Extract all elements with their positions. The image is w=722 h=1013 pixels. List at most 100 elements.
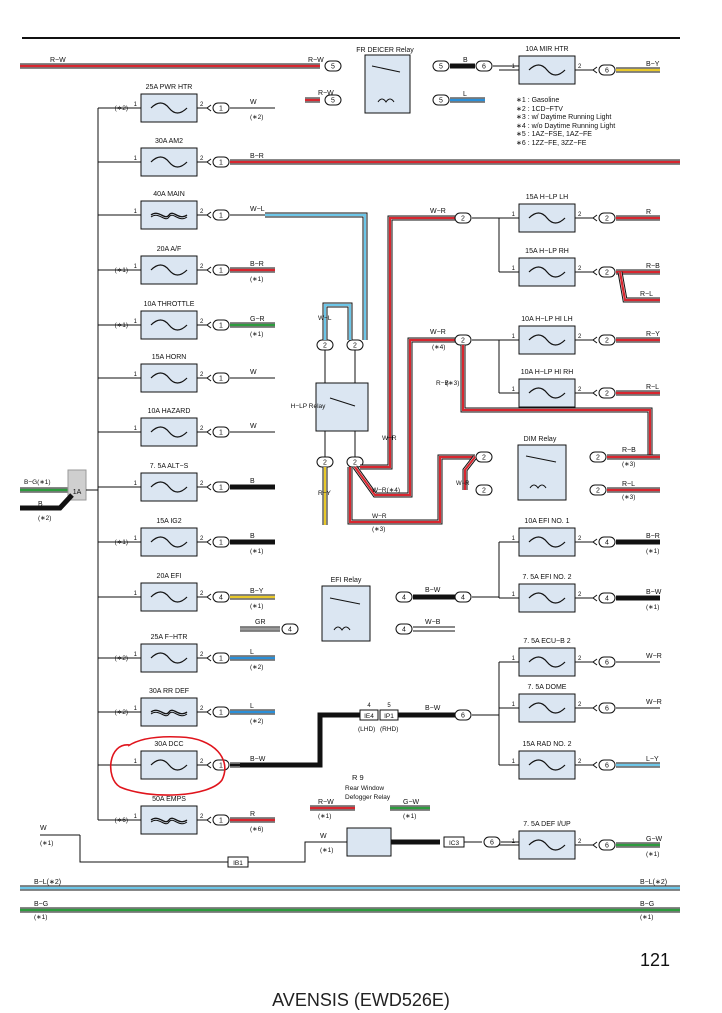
fusible-link-symbol — [150, 817, 188, 823]
wire-color-label: W — [250, 369, 257, 376]
wire-color-label: B−L(∗2) — [640, 879, 667, 886]
connector-pin: 5 — [439, 64, 443, 71]
pin-number: 1 — [512, 212, 516, 218]
connector-pin: 4 — [605, 540, 609, 547]
fuse-label: 15A H−LP LH — [526, 194, 569, 201]
connector: 1 — [212, 372, 230, 384]
rear-window-defogger-relay — [346, 827, 392, 857]
wire-color-label: W−B — [425, 619, 441, 626]
pin-number: 2 — [578, 702, 582, 708]
pin-number: 2 — [200, 814, 204, 820]
pin-number: 4 — [367, 703, 371, 709]
fuse-symbol — [528, 592, 566, 604]
connector-pin: 4 — [402, 627, 406, 634]
connector: 2 — [589, 451, 607, 463]
fuse-symbol — [528, 387, 566, 399]
connector-shell — [598, 536, 616, 548]
connector: 4 — [281, 623, 299, 635]
fuse-label: 7. 5A DOME — [528, 684, 567, 691]
fuse-label: 15A RAD NO. 2 — [522, 741, 571, 748]
option-note: (∗3) — [622, 494, 635, 501]
pin-number: 1 — [134, 814, 138, 820]
wire-color-label: W — [40, 825, 47, 832]
connector-pin: 1 — [219, 160, 223, 167]
wire-color-label: B−W — [425, 587, 441, 594]
wire — [322, 302, 353, 340]
option-note: (∗1) — [250, 603, 263, 610]
connector-shell — [454, 709, 472, 721]
fuse-label: 20A A/F — [157, 246, 182, 253]
connector: 6 — [598, 839, 616, 851]
connector-pin: 1 — [219, 656, 223, 663]
option-note: (∗1) — [403, 813, 416, 820]
wire — [79, 835, 228, 863]
connector-shell — [475, 484, 493, 496]
connector-shell — [324, 60, 342, 72]
connector: 6 — [598, 702, 616, 714]
connector-shell — [483, 836, 501, 848]
connector-shell — [598, 656, 616, 668]
pin-number: 2 — [200, 481, 204, 487]
connector-pin: 1 — [219, 268, 223, 275]
wire-color-label: G−W — [403, 799, 420, 806]
wire-color-label: B−Y — [250, 588, 264, 595]
connector-pin: 1 — [219, 376, 223, 383]
wire — [360, 216, 455, 469]
connector-pin: 4 — [461, 595, 465, 602]
connector: 2 — [346, 339, 364, 351]
option-note: (∗2) — [250, 114, 263, 121]
fuse-label: 10A THROTTLE — [144, 301, 195, 308]
connector: 2 — [589, 484, 607, 496]
wire-color-label: R — [250, 811, 255, 818]
connector: 4 — [395, 591, 413, 603]
junction-label: (RHD) — [380, 726, 398, 733]
option-note: (∗2) — [115, 655, 128, 662]
wire-color-label: B−Y — [646, 61, 660, 68]
arrow — [592, 389, 598, 397]
connector: 4 — [598, 536, 616, 548]
connector-pin: 1 — [219, 763, 223, 770]
fuse-symbol — [528, 536, 566, 548]
fuse-label: 15A IG2 — [156, 518, 181, 525]
connector-shell — [395, 623, 413, 635]
pin-number: 2 — [578, 266, 582, 272]
wire-color-label: B−G — [640, 901, 654, 908]
pin-number: 1 — [134, 372, 138, 378]
pin-number: 1 — [512, 64, 516, 70]
pin-number: 1 — [134, 481, 138, 487]
headlamp-relay — [315, 382, 369, 432]
arrow — [206, 374, 212, 382]
connector-pin: 2 — [605, 216, 609, 223]
wire-color-label: R — [646, 209, 651, 216]
relay-label: Rear Window — [345, 785, 384, 792]
pin-number: 1 — [512, 536, 516, 542]
wire-color-label: R−W — [318, 799, 334, 806]
arrow — [206, 104, 212, 112]
connector-shell — [598, 334, 616, 346]
pin-number: 2 — [578, 334, 582, 340]
arrow — [206, 593, 212, 601]
wire-color-label: R−L — [622, 481, 635, 488]
option-note: (∗1) — [646, 851, 659, 858]
arrow — [592, 214, 598, 222]
wire-color-label: W−R — [430, 329, 446, 336]
wire — [248, 841, 320, 863]
connector: 6 — [454, 709, 472, 721]
connector: 2 — [598, 266, 616, 278]
legend-item: ∗3 : w/ Daytime Running Light — [516, 114, 612, 121]
wire — [348, 455, 475, 524]
connector-shell — [454, 212, 472, 224]
connector: 1 — [212, 536, 230, 548]
fuse-label: 25A PWR HTR — [146, 84, 193, 91]
wire-color-label: G−W — [646, 836, 663, 843]
connector-shell — [598, 759, 616, 771]
fuse-label: 7. 5A EFI NO. 2 — [522, 574, 571, 581]
connector-pin: 6 — [605, 706, 609, 713]
wire-color-label: B — [463, 57, 468, 64]
connector-shell — [281, 623, 299, 635]
fuse-label: 30A AM2 — [155, 138, 183, 145]
pin-number: 2 — [200, 591, 204, 597]
wire-color-label: W — [320, 833, 327, 840]
pin-number: 2 — [200, 209, 204, 215]
wire-color-label: B−G(∗1) — [24, 479, 51, 486]
